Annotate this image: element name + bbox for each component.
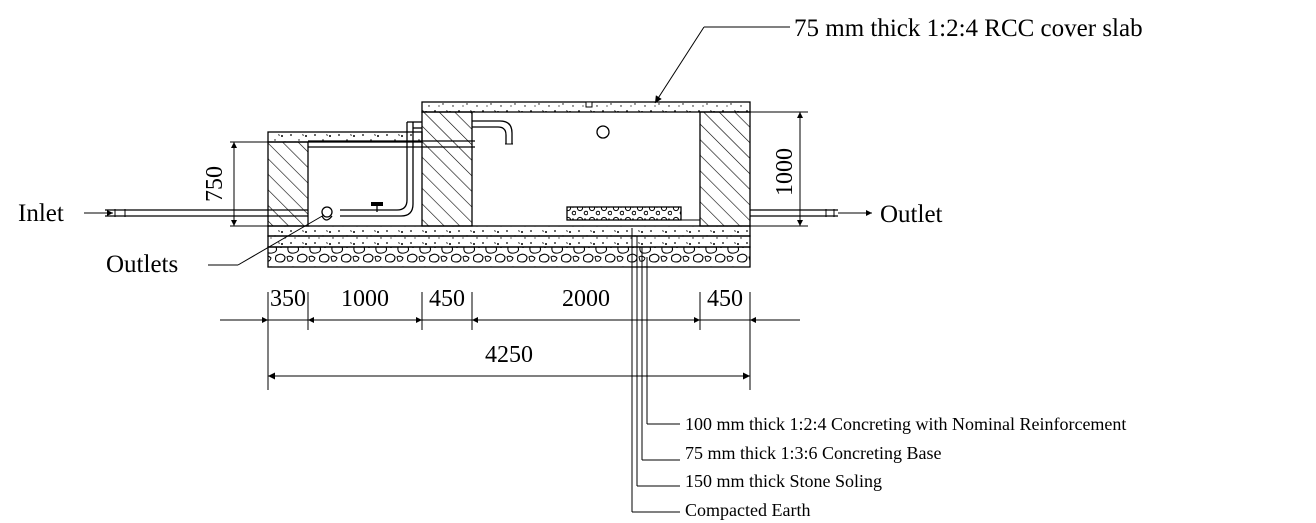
outlets-callout: Outlets — [106, 214, 325, 278]
height-dimension-right: 1000 — [750, 111, 808, 227]
height-left-value: 750 — [202, 166, 228, 202]
total-dimension: 4250 — [267, 330, 751, 390]
outlet-callout: Outlet — [838, 201, 943, 228]
outlet-label: Outlet — [880, 201, 943, 228]
dim-wall-right: 450 — [707, 286, 743, 312]
piping — [105, 120, 838, 221]
valve — [371, 202, 383, 206]
dim-total: 4250 — [485, 342, 533, 368]
tank-structure — [267, 101, 751, 268]
gravel-filter-bed — [566, 206, 682, 221]
layer-callouts: 100 mm thick 1:2:4 Concreting with Nomin… — [631, 228, 1126, 520]
stone-soling-layer — [267, 246, 751, 268]
right-wall — [699, 111, 751, 227]
vent-circle — [596, 125, 610, 139]
layer-label-3: 150 mm thick Stone Soling — [685, 471, 882, 491]
rcc-base-slab — [267, 225, 751, 237]
outlets-label: Outlets — [106, 251, 178, 278]
manhole-marker — [585, 101, 593, 108]
height-dimension-left: 750 — [202, 141, 268, 227]
inlet-label: Inlet — [18, 200, 64, 227]
layer-label-2: 75 mm thick 1:3:6 Concreting Base — [685, 443, 941, 463]
left-wall — [267, 141, 309, 227]
outlet-nozzle — [321, 206, 333, 218]
cover-slab-label: 75 mm thick 1:2:4 RCC cover slab — [794, 15, 1143, 42]
dim-chamber-small: 1000 — [341, 286, 389, 312]
cover-slab-callout: 75 mm thick 1:2:4 RCC cover slab — [654, 15, 1143, 104]
dim-wall-mid: 450 — [429, 286, 465, 312]
inlet-callout: Inlet — [18, 200, 113, 227]
dim-chamber-large: 2000 — [562, 286, 610, 312]
segment-dimensions: 350 1000 450 2000 450 — [220, 286, 800, 330]
layer-label-4: Compacted Earth — [685, 500, 810, 520]
middle-wall — [421, 111, 473, 227]
concrete-base-layer — [267, 235, 751, 248]
height-right-value: 1000 — [772, 148, 798, 196]
layer-label-1: 100 mm thick 1:2:4 Concreting with Nomin… — [685, 414, 1126, 434]
dim-wall-left: 350 — [270, 286, 306, 312]
